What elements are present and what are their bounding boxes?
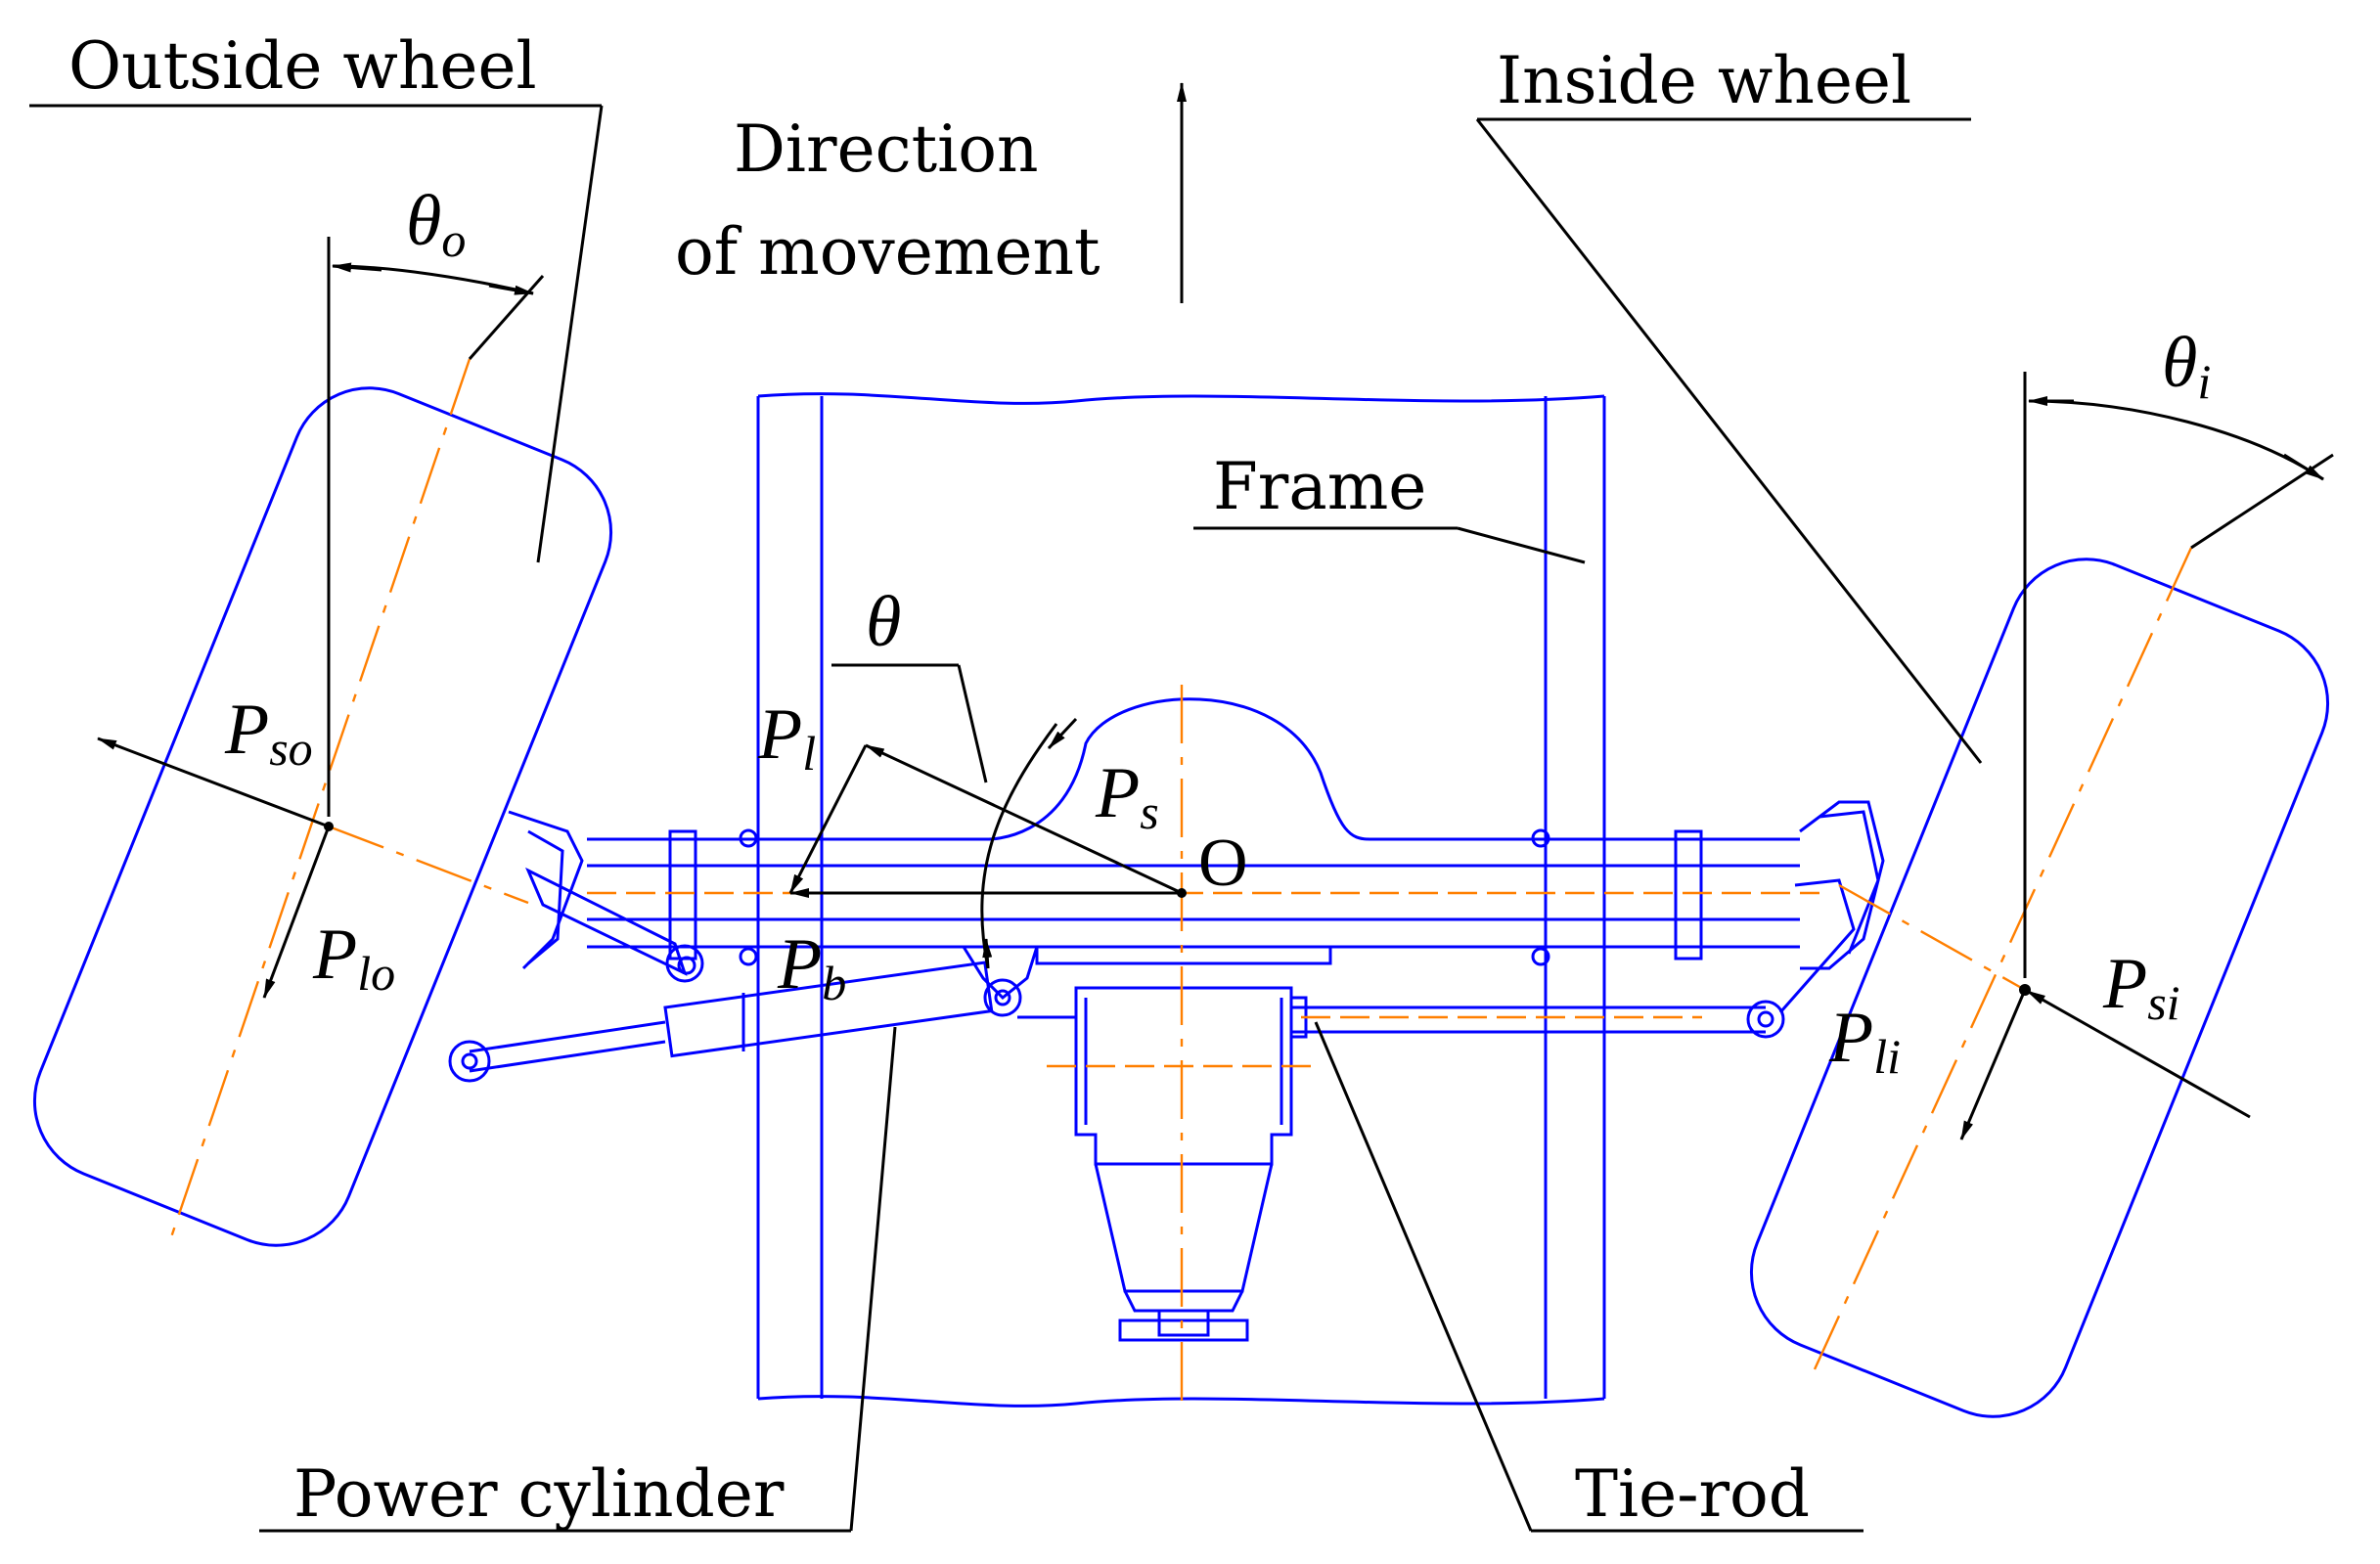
outside-wheel (32, 358, 613, 1247)
theta-symbol: θ (866, 582, 901, 662)
center-point-label: O (1198, 826, 1248, 901)
leader-lines (29, 104, 1983, 1533)
direction-label-line1: Direction (734, 112, 1038, 187)
arrow-p-so (97, 737, 330, 828)
theta-o-symbol: θo (406, 181, 466, 267)
centerlines (328, 685, 2026, 1408)
theta-i-arc (2028, 399, 2324, 481)
p-si-symbol: Psi (2102, 944, 2180, 1030)
frame-label: Frame (1213, 449, 1426, 524)
arrow-p-s (865, 743, 1183, 895)
inside-wheel-label: Inside wheel (1497, 43, 1911, 118)
power-cylinder-label: Power cylinder (293, 1456, 785, 1532)
math-symbols: θ θo θi Pso Plo Pl Ps Pb Psi Pli (224, 181, 2211, 1084)
arrow-p-l (788, 744, 868, 894)
arrow-p-li (1959, 989, 2027, 1140)
direction-label-line2: of movement (675, 214, 1100, 290)
frame (756, 392, 1606, 1408)
arrow-p-si (2026, 989, 2251, 1119)
p-b-symbol: Pb (777, 924, 846, 1010)
force-vectors (97, 82, 2334, 1140)
differential-housing (1074, 986, 1308, 1342)
tie-rod-assembly (1291, 800, 1885, 1039)
outside-wheel-label: Outside wheel (68, 28, 537, 104)
inside-wheel (1749, 547, 2330, 1418)
theta-arc (980, 723, 1058, 969)
left-linkage (448, 810, 1076, 1083)
p-li-symbol: Pli (1828, 998, 1901, 1084)
p-l-symbol: Pl (757, 694, 816, 781)
theta-i-symbol: θi (2162, 323, 2211, 409)
p-lo-symbol: Plo (312, 915, 395, 1001)
p-s-symbol: Ps (1095, 753, 1159, 839)
p-so-symbol: Pso (224, 690, 313, 776)
arrow-p-lo (262, 826, 331, 999)
text-labels: Outside wheel Inside wheel Direction of … (68, 28, 1911, 1532)
tie-rod-label: Tie-rod (1575, 1456, 1810, 1532)
